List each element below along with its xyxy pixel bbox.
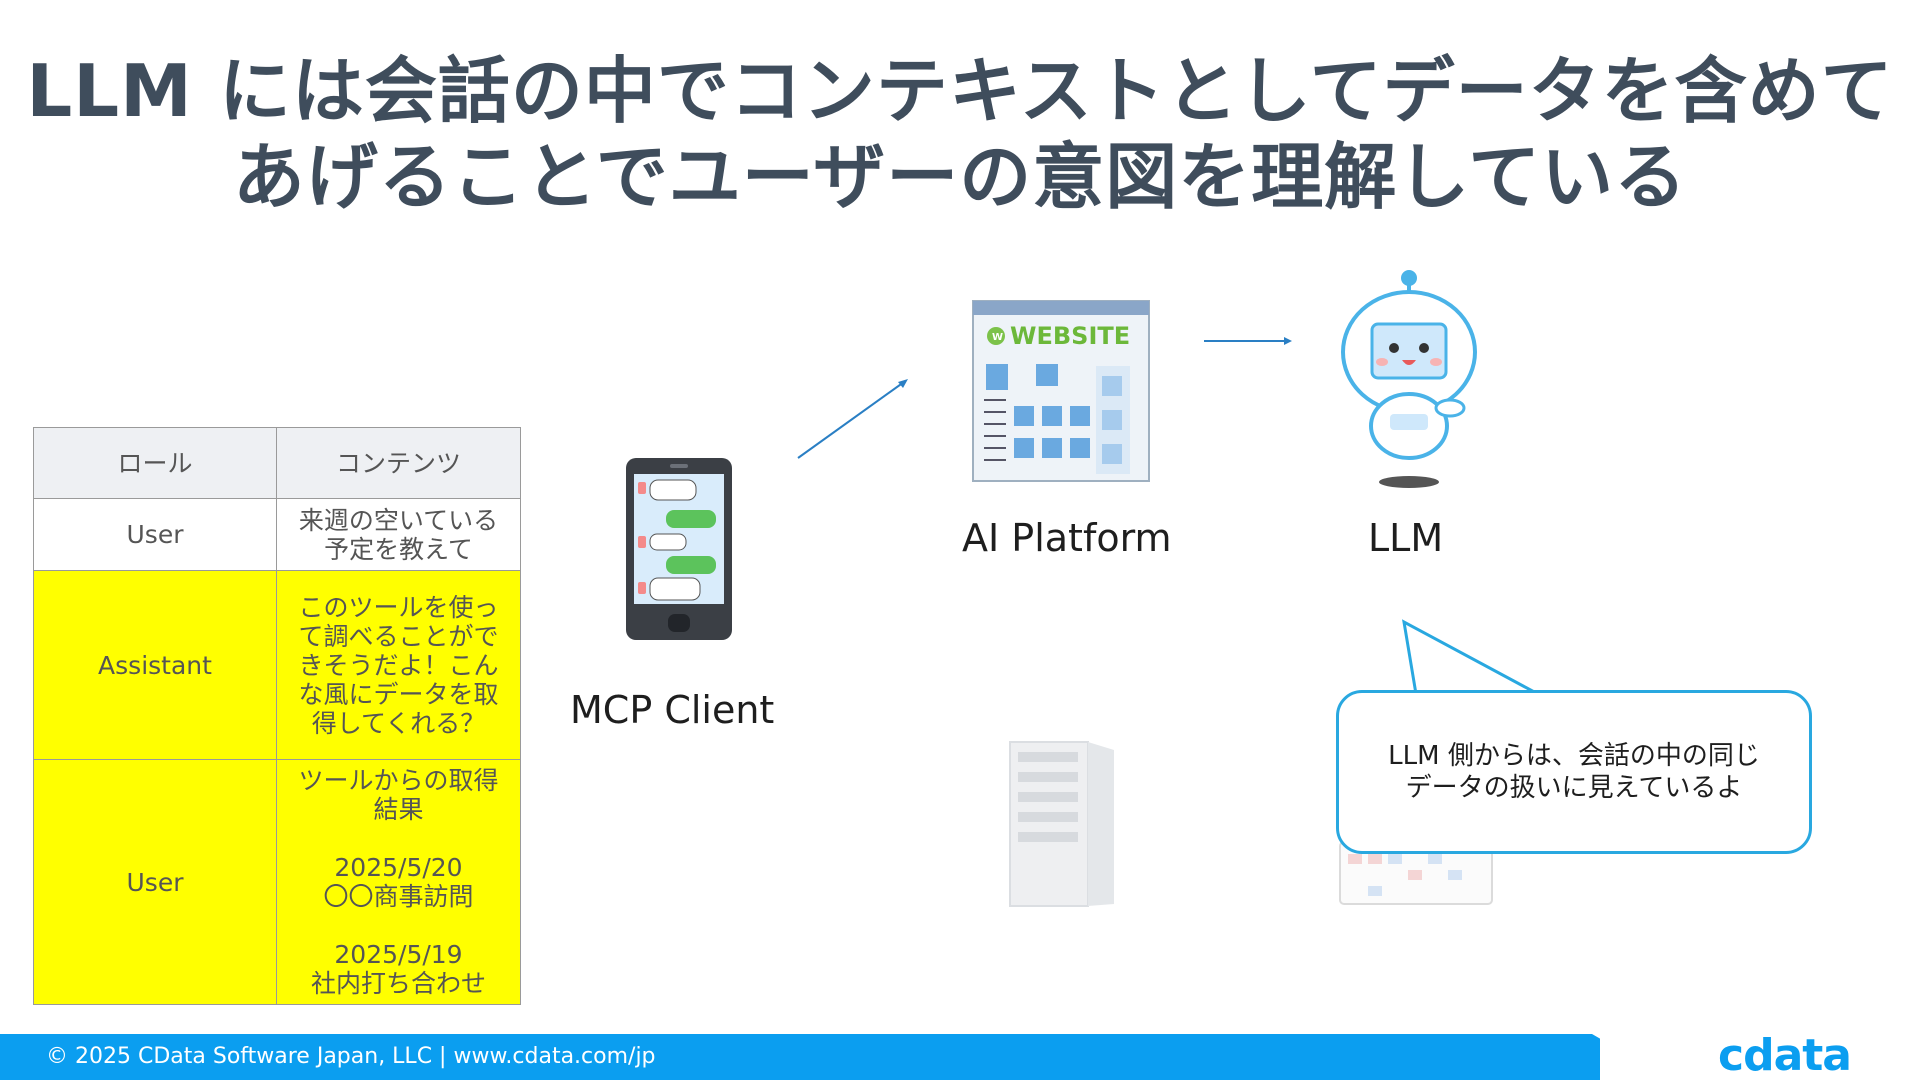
- mcp-client-label: MCP Client: [570, 688, 775, 732]
- content-line: 2025/5/20: [334, 853, 463, 882]
- role-cell: User: [33, 498, 277, 571]
- footer-band: [0, 1034, 1600, 1080]
- content-cell: このツールを使っ て調べることがで きそうだよ！こん な風にデータを取 得してく…: [276, 570, 521, 760]
- content-line: 来週の空いている: [298, 505, 499, 535]
- content-cell: ツールからの取得 結果 2025/5/20 〇〇商事訪問 2025/5/19 社…: [276, 759, 521, 1005]
- content-line: 社内打ち合わせ: [310, 969, 486, 998]
- bubble-line-2: データの扱いに見えているよ: [1405, 773, 1743, 803]
- content-spacer: [287, 911, 510, 940]
- speech-bubble: LLM 側からは、会話の中の同じ データの扱いに見えているよ: [1336, 690, 1812, 854]
- conversation-table: ロール コンテンツ User 来週の空いている 予定を教えて Assistant…: [33, 427, 521, 1005]
- website-icon: W WEBSITE: [972, 300, 1150, 482]
- content-line: 得してくれる？: [311, 708, 486, 738]
- server-icon: [1009, 741, 1114, 907]
- cdata-logo: cdata: [1718, 1030, 1852, 1081]
- website-logo-text: WEBSITE: [1010, 322, 1130, 350]
- speech-bubble-tail: [1402, 619, 1539, 696]
- table-row: User 来週の空いている 予定を教えて: [33, 498, 521, 571]
- smartphone-icon: [626, 458, 732, 640]
- bubble-line-1: LLM 側からは、会話の中の同じ: [1388, 741, 1760, 771]
- header-role: ロール: [33, 427, 277, 499]
- table-row: User ツールからの取得 結果 2025/5/20 〇〇商事訪問 2025/5…: [33, 759, 521, 1005]
- role-cell: User: [33, 759, 277, 1005]
- content-line: て調べることがで: [298, 621, 499, 651]
- content-line: 結果: [373, 795, 424, 824]
- slide-title: LLM には会話の中でコンテキストとしてデータを含めて あげることでユーザーの意…: [0, 48, 1920, 220]
- arrow-to-platform: [797, 379, 908, 459]
- content-cell: 来週の空いている 予定を教えて: [276, 498, 521, 571]
- content-line: な風にデータを取: [298, 679, 499, 709]
- content-spacer: [287, 824, 510, 853]
- content-line: このツールを使っ: [298, 592, 499, 622]
- title-line-2: あげることでユーザーの意図を理解している: [232, 135, 1688, 219]
- content-line: 予定を教えて: [324, 534, 473, 564]
- table-header-row: ロール コンテンツ: [33, 427, 521, 499]
- svg-text:W: W: [992, 332, 1003, 343]
- ai-platform-label: AI Platform: [962, 516, 1172, 560]
- title-line-1: LLM には会話の中でコンテキストとしてデータを含めて: [26, 49, 1894, 133]
- header-content: コンテンツ: [276, 427, 521, 499]
- footer-copyright: © 2025 CData Software Japan, LLC | www.c…: [46, 1044, 656, 1069]
- llm-label: LLM: [1368, 516, 1444, 560]
- table-row: Assistant このツールを使っ て調べることがで きそうだよ！こん な風に…: [33, 570, 521, 760]
- role-cell: Assistant: [33, 570, 277, 760]
- content-line: ツールからの取得: [298, 766, 499, 795]
- robot-icon: [1341, 270, 1477, 488]
- content-line: 2025/5/19: [334, 940, 463, 969]
- content-line: きそうだよ！こん: [298, 650, 499, 680]
- arrow-to-llm: [1204, 337, 1292, 345]
- content-line: 〇〇商事訪問: [323, 882, 474, 911]
